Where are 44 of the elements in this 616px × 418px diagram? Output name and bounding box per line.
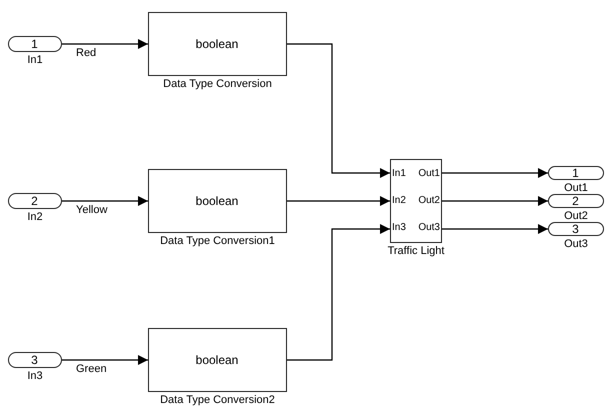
port-name: In3 <box>27 370 43 383</box>
input-port-label: In1 <box>392 167 406 180</box>
port-number: 1 <box>571 166 580 180</box>
port-number: 3 <box>571 222 580 236</box>
block-name: Traffic Light <box>388 245 444 258</box>
port-number: 2 <box>571 194 580 208</box>
output-port-label: Out2 <box>418 194 440 207</box>
outport-block <box>548 166 604 180</box>
output-port-label: Out3 <box>418 221 440 234</box>
signal-arrow <box>62 39 148 49</box>
block-text: boolean <box>194 36 240 50</box>
signal-arrow <box>287 196 390 206</box>
signal-arrow <box>287 224 390 361</box>
signal-arrow <box>287 43 390 178</box>
inport-block <box>8 352 62 368</box>
block-name: Data Type Conversion <box>163 78 272 91</box>
inport-block <box>8 36 62 52</box>
block-name: Data Type Conversion1 <box>160 235 275 248</box>
block-text: boolean <box>194 352 240 366</box>
signal-arrow <box>62 355 148 365</box>
output-port-label: Out1 <box>418 167 440 180</box>
signal-arrow <box>442 168 548 178</box>
block-text: boolean <box>194 194 240 208</box>
conversion-block <box>148 328 287 392</box>
port-number: 2 <box>30 194 39 208</box>
inport-block <box>8 193 62 209</box>
signal-arrow <box>442 224 548 234</box>
port-name: Out2 <box>564 210 588 223</box>
port-name: Out1 <box>564 182 588 195</box>
conversion-block <box>148 169 287 233</box>
signal-arrow <box>442 196 548 206</box>
outport-block <box>548 194 604 208</box>
port-name: Out3 <box>564 238 588 251</box>
block-name: Data Type Conversion2 <box>160 394 275 407</box>
port-name: In2 <box>27 211 43 224</box>
port-name: In1 <box>27 54 43 67</box>
outport-block <box>548 222 604 236</box>
conversion-block <box>148 12 287 76</box>
port-number: 1 <box>30 36 39 50</box>
signal-arrow <box>62 196 148 206</box>
subsystem-block <box>390 159 442 243</box>
input-port-label: In2 <box>392 194 406 207</box>
input-port-label: In3 <box>392 221 406 234</box>
port-number: 3 <box>30 352 39 366</box>
